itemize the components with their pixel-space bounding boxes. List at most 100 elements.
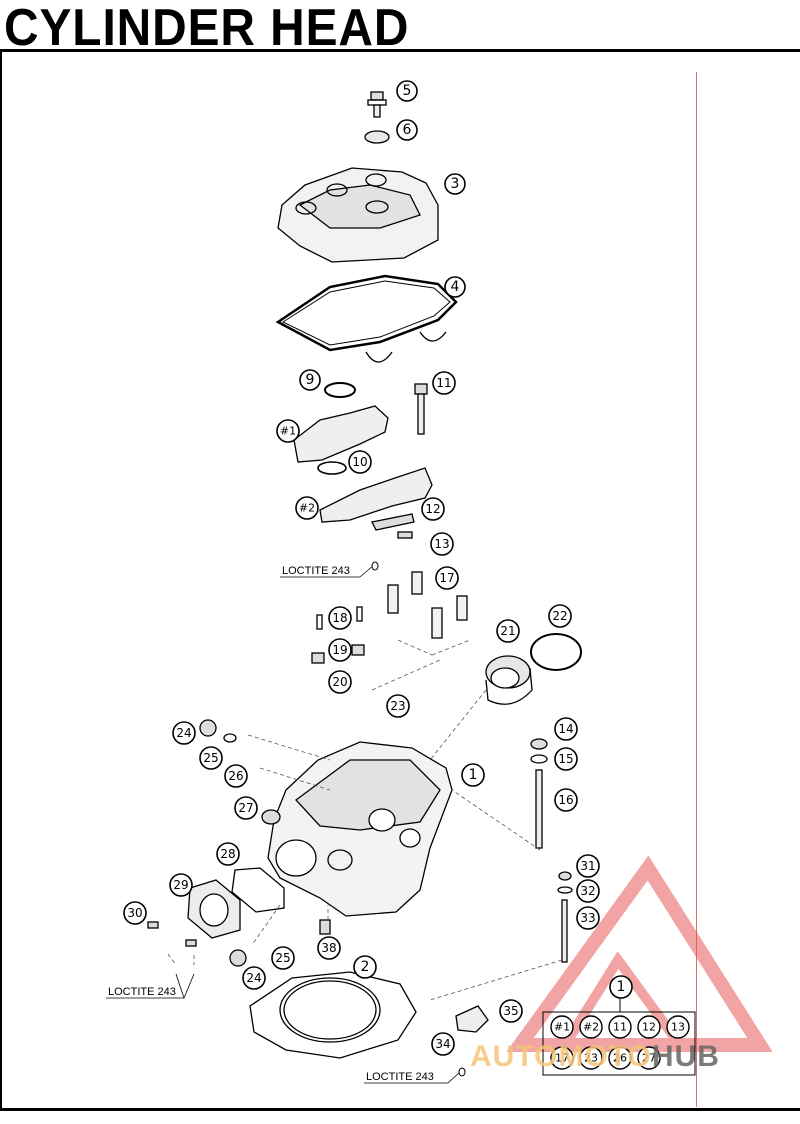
- svg-text:17: 17: [439, 571, 454, 585]
- svg-text:24: 24: [176, 726, 191, 740]
- svg-text:12: 12: [642, 1021, 656, 1034]
- svg-text:6: 6: [403, 122, 412, 138]
- stud-part: [316, 614, 323, 630]
- callout-18: 18: [328, 606, 352, 630]
- svg-text:#1: #1: [280, 425, 296, 438]
- stud-part: [356, 606, 363, 622]
- callout-12: 12: [421, 497, 445, 521]
- valve-guides-part: [387, 571, 468, 639]
- diagram-frame: [0, 49, 800, 1111]
- callout-hash2: #2: [295, 496, 319, 520]
- svg-text:21: 21: [500, 624, 515, 638]
- washer-part-15: [530, 754, 548, 764]
- svg-text:3: 3: [451, 176, 460, 192]
- svg-text:30: 30: [127, 906, 142, 920]
- callout-19: 19: [328, 638, 352, 662]
- callout-11: 11: [432, 371, 456, 395]
- kit-item-7: 23: [579, 1046, 603, 1070]
- loctite-label-3: LOCTITE 243: [364, 1067, 466, 1084]
- svg-text:11: 11: [436, 376, 451, 390]
- svg-text:13: 13: [434, 537, 449, 551]
- small-o-ring: [223, 733, 237, 743]
- tensioner-plate-part: [455, 1005, 489, 1033]
- callout-28: 28: [216, 842, 240, 866]
- svg-text:1: 1: [617, 979, 626, 995]
- camshaft-bridge-lower: [319, 467, 433, 523]
- svg-text:38: 38: [321, 941, 336, 955]
- svg-text:15: 15: [558, 752, 573, 766]
- svg-text:2: 2: [361, 959, 370, 975]
- callout-32: 32: [576, 879, 600, 903]
- callout-34: 34: [431, 1032, 455, 1056]
- callout-21: 21: [496, 619, 520, 643]
- callout-29: 29: [169, 873, 193, 897]
- svg-text:28: 28: [220, 847, 235, 861]
- svg-text:#2: #2: [583, 1021, 599, 1034]
- stud-long-part: [535, 769, 543, 849]
- callout-5: 5: [396, 80, 418, 102]
- svg-text:33: 33: [580, 911, 595, 925]
- svg-text:26: 26: [613, 1052, 627, 1065]
- intake-rubber-part: [485, 655, 533, 705]
- svg-text:14: 14: [558, 722, 573, 736]
- kit-item-8: 26: [608, 1046, 632, 1070]
- callout-27: 27: [234, 796, 258, 820]
- sleeve-part: [319, 919, 331, 935]
- nut-part-31: [558, 871, 572, 881]
- callout-9: 9: [299, 369, 321, 391]
- leader-lines: [167, 639, 563, 1001]
- svg-text:#2: #2: [299, 502, 315, 515]
- svg-text:23: 23: [390, 699, 405, 713]
- svg-text:34: 34: [435, 1037, 450, 1051]
- svg-text:1: 1: [469, 767, 478, 783]
- washer-part-32: [557, 886, 573, 894]
- svg-text:35: 35: [503, 1004, 518, 1018]
- plug-part-lower: [229, 949, 247, 967]
- bolt-part-small: [147, 921, 159, 929]
- loctite-label-2: LOCTITE 243: [106, 973, 195, 999]
- svg-text:31: 31: [580, 859, 595, 873]
- gasket-part: [275, 274, 458, 363]
- kit-item-4: 12: [637, 1015, 661, 1039]
- washer-part: [364, 130, 390, 144]
- kit-item-6: 17: [550, 1046, 574, 1070]
- callout-6: 6: [396, 119, 418, 141]
- svg-text:26: 26: [228, 769, 243, 783]
- svg-text:32: 32: [580, 884, 595, 898]
- watermark-logo: [506, 855, 773, 1052]
- o-ring-part: [324, 382, 356, 398]
- clamp-part: [530, 633, 582, 671]
- callout-24a: 24: [172, 721, 196, 745]
- kit-item-3: 11: [608, 1015, 632, 1039]
- loctite-label-1: LOCTITE 243: [280, 561, 379, 578]
- callout-13: 13: [430, 532, 454, 556]
- callout-26: 26: [224, 764, 248, 788]
- svg-text:19: 19: [332, 643, 347, 657]
- svg-text:20: 20: [332, 675, 347, 689]
- svg-text:24: 24: [246, 971, 261, 985]
- callout-1-kit: 1: [609, 975, 633, 999]
- svg-text:17: 17: [555, 1052, 569, 1065]
- callout-14: 14: [554, 717, 578, 741]
- long-bolt-part: [414, 383, 428, 435]
- exhaust-gasket-part: [231, 867, 285, 913]
- page-title: CYLINDER HEAD: [4, 0, 410, 57]
- svg-text:5: 5: [403, 83, 412, 99]
- callout-22: 22: [548, 604, 572, 628]
- callout-31: 31: [576, 854, 600, 878]
- callout-hash1: #1: [276, 419, 300, 443]
- stud-part-33: [561, 899, 568, 963]
- callout-4: 4: [444, 276, 466, 298]
- callout-33: 33: [576, 906, 600, 930]
- callout-10: 10: [348, 450, 372, 474]
- plug-part: [199, 719, 217, 737]
- callout-15: 15: [554, 747, 578, 771]
- svg-text:4: 4: [451, 279, 460, 295]
- pin-part: [397, 531, 413, 539]
- bracket-part: [371, 513, 415, 531]
- svg-text:LOCTITE 243: LOCTITE 243: [366, 1071, 434, 1083]
- callout-24b: 24: [242, 966, 266, 990]
- svg-text:9: 9: [306, 372, 315, 388]
